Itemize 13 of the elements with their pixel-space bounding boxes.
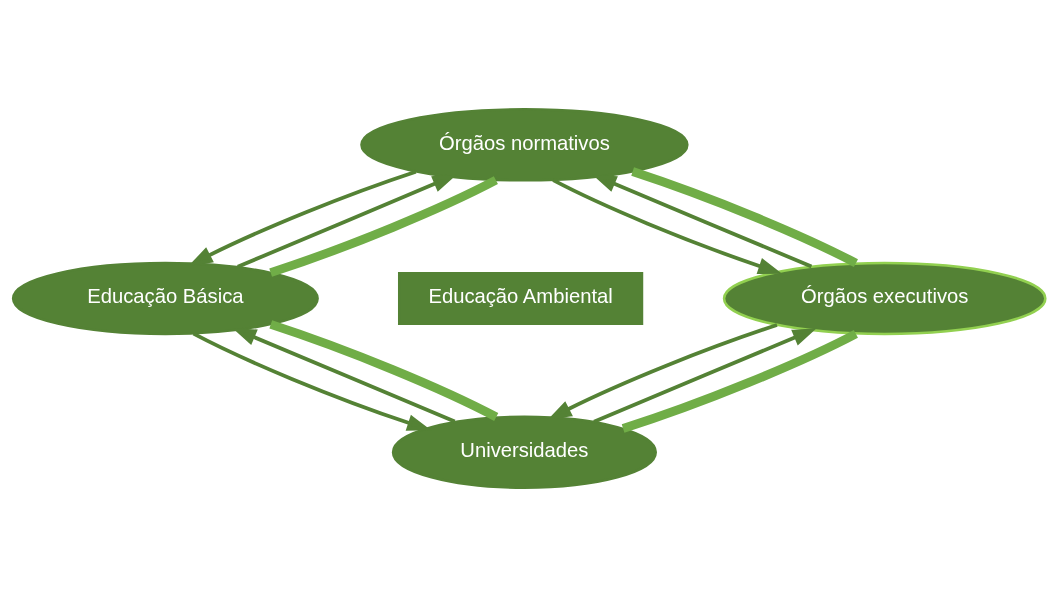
node-ellipse: Órgãos normativos [360, 107, 689, 182]
connector [269, 175, 498, 277]
node-box: Educação Ambiental [398, 271, 644, 325]
connector [621, 329, 858, 433]
node-ellipse: Órgãos executivos [722, 261, 1047, 335]
arrow [593, 327, 817, 423]
connector [269, 319, 499, 421]
arrow [552, 178, 783, 274]
arrow [232, 327, 456, 423]
connector [631, 166, 858, 267]
arrow [547, 322, 778, 420]
arrow [188, 169, 417, 266]
node-ellipse: Educação Básica [11, 261, 319, 335]
